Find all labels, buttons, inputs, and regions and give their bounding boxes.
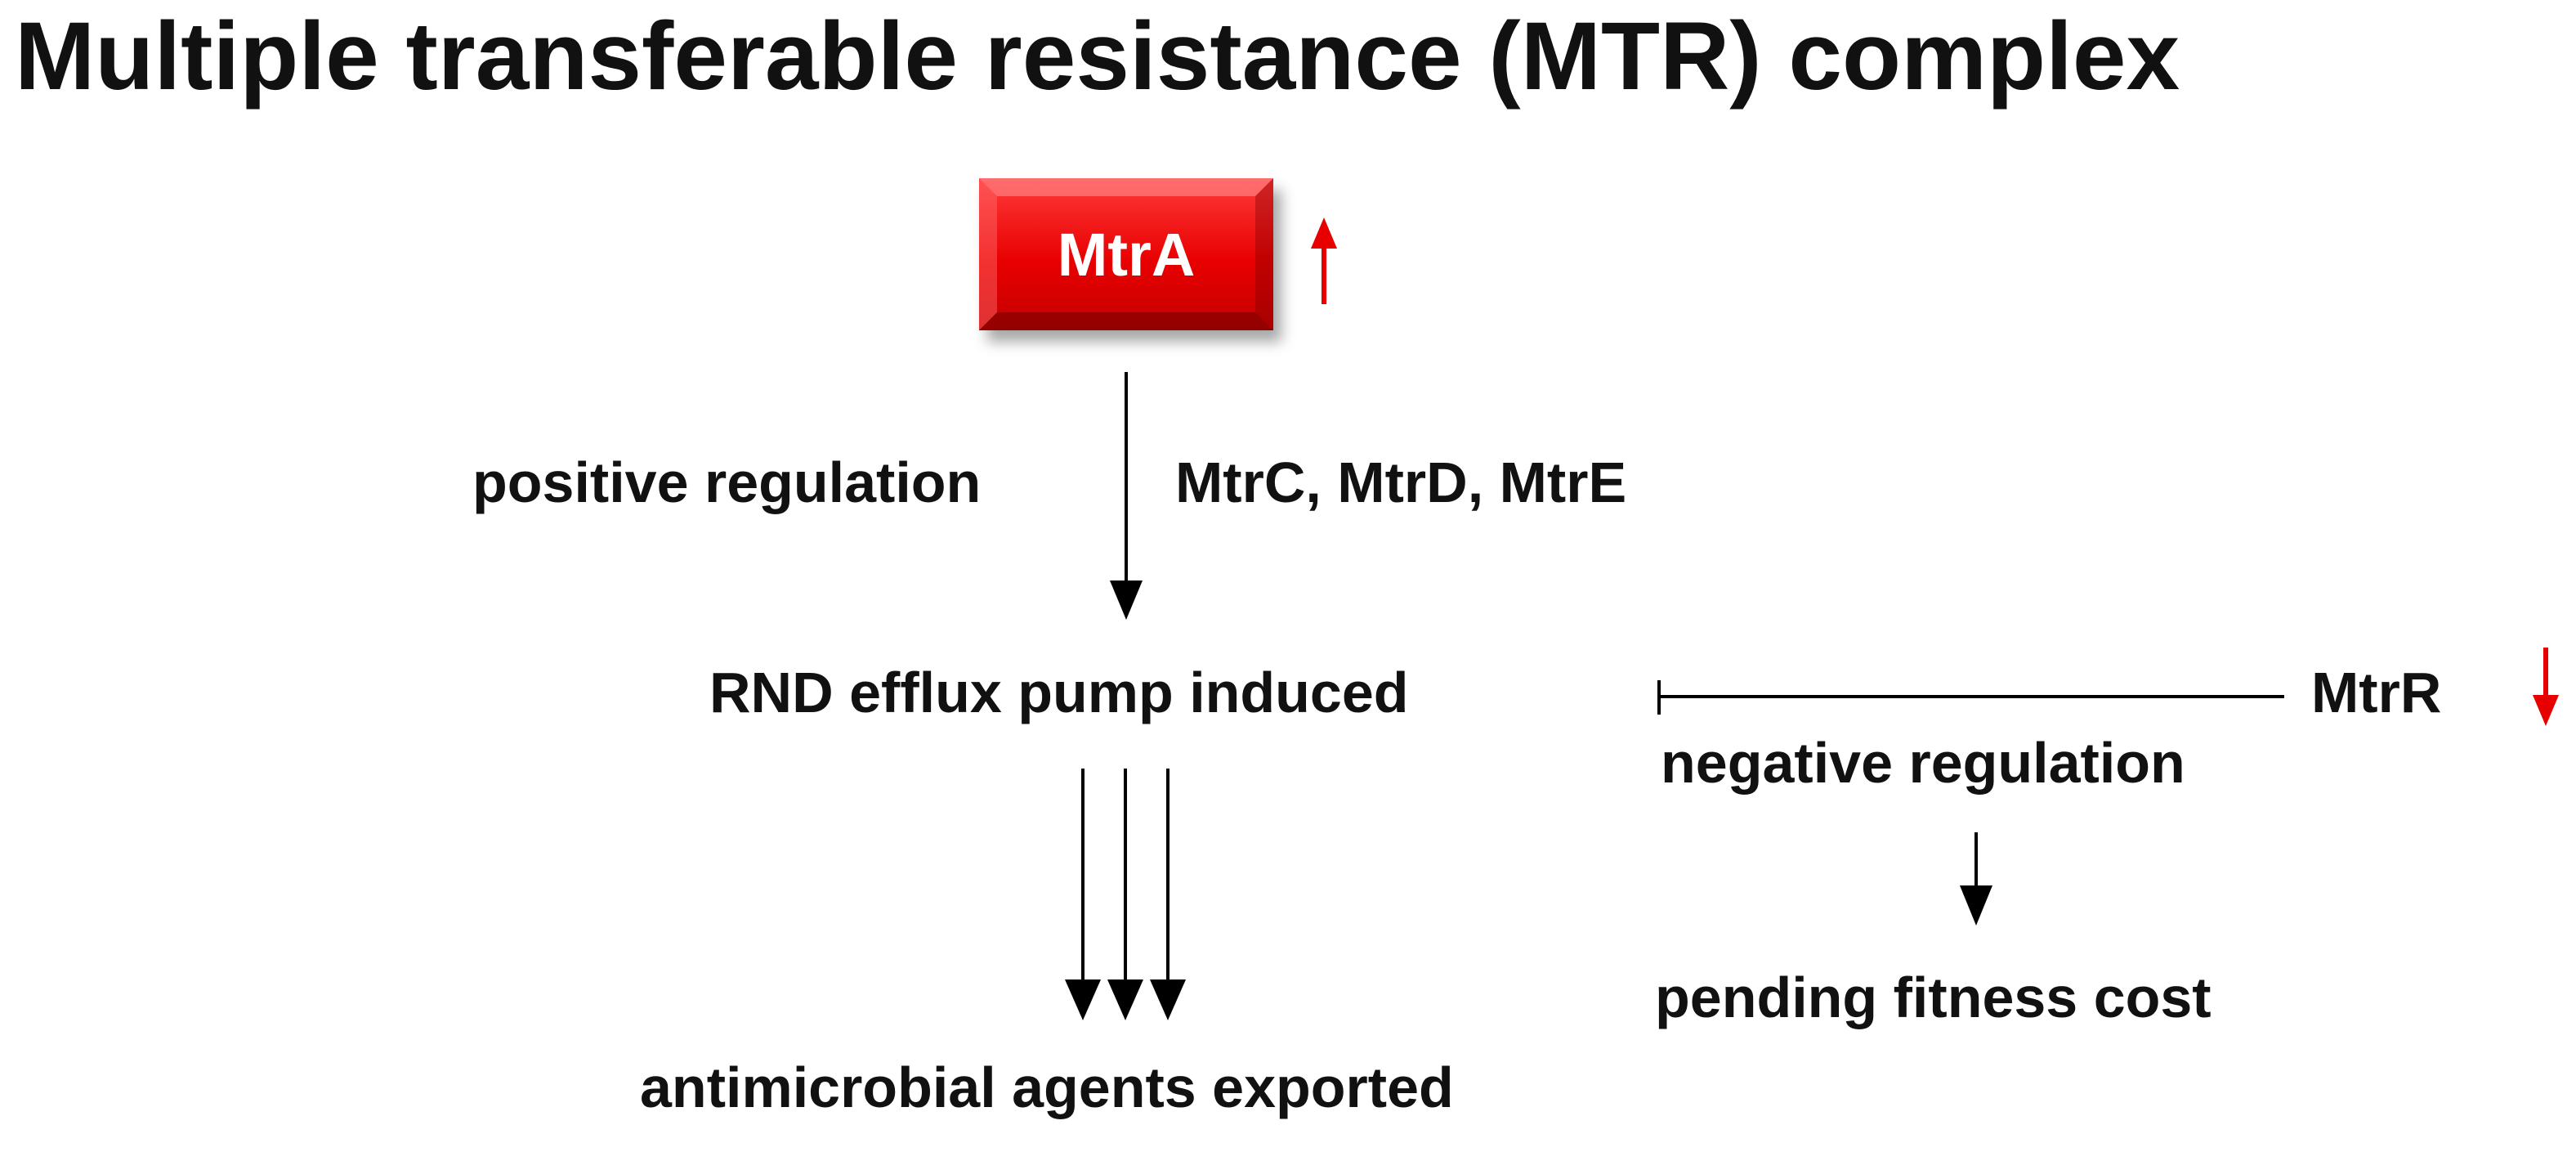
mtrr-label: MtrR [2311, 661, 2442, 724]
mtra-label: MtrA [1057, 220, 1196, 289]
export-triple-arrow [1065, 769, 1186, 1020]
positive-regulation-arrow [1110, 372, 1143, 620]
fitness-cost-label: pending fitness cost [1655, 966, 2212, 1029]
mtr-genes-label: MtrC, MtrD, MtrE [1175, 450, 1627, 514]
rnd-efflux-pump-label: RND efflux pump induced [709, 661, 1409, 724]
antimicrobial-exported-label: antimicrobial agents exported [640, 1056, 1454, 1119]
negative-regulation-inhibition [1657, 680, 2284, 715]
negative-regulation-label: negative regulation [1661, 731, 2185, 795]
fitness-cost-arrow [1960, 832, 1992, 926]
mtrr-down-arrow-icon [2533, 648, 2559, 726]
positive-regulation-label: positive regulation [472, 450, 982, 514]
diagram-title: Multiple transferable resistance (MTR) c… [15, 2, 2180, 110]
mtra-up-arrow-icon [1311, 217, 1337, 304]
mtra-box: MtrA [979, 178, 1273, 330]
